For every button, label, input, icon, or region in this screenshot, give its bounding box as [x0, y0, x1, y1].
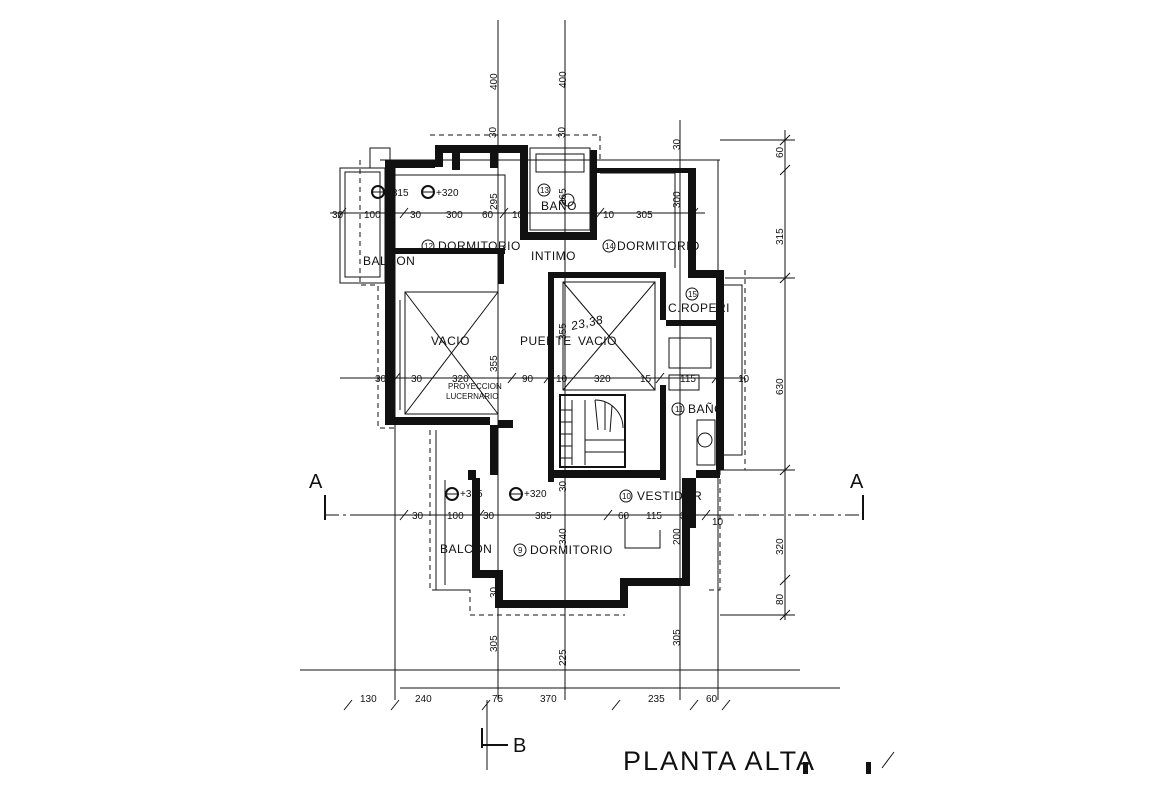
reference-lines: [300, 20, 840, 700]
level-b2: +320: [524, 489, 547, 500]
dim-bottom-2: 240: [415, 694, 432, 705]
dim-v-295: 295: [489, 193, 500, 210]
dim-row1-e: 60: [482, 210, 494, 221]
vacio-right-label: VACIO: [578, 334, 617, 348]
dim-row3-a: 30: [412, 511, 424, 522]
dim-row2-b: 30: [411, 374, 423, 385]
room-labels: 12 DORMITORIO 14 DORMITORIO 13 BAÑO 15 C…: [363, 186, 730, 557]
dim-row2-i: 10: [738, 374, 750, 385]
room-15-name: C.ROPERI: [668, 301, 730, 315]
dim-row2-h: 115: [680, 374, 696, 385]
room-14-number: 14: [605, 242, 614, 251]
intimo-label: INTIMO: [531, 249, 576, 263]
dim-v-30b: 30: [558, 480, 569, 492]
level-a1: +315: [386, 188, 409, 199]
dim-right-3: 630: [775, 378, 786, 395]
section-a-left-label: A: [309, 471, 323, 493]
dim-v-30c: 30: [489, 586, 500, 598]
dimensions: 400 400 60 315 630 320 80 130 240 75 370…: [332, 71, 786, 705]
room-12-number: 12: [424, 242, 433, 251]
title-text: PLANTA ALTA: [623, 746, 816, 776]
dim-row3-g: 30: [680, 511, 692, 522]
thin-outlines: [339, 147, 743, 591]
dim-right-1: 60: [775, 146, 786, 158]
room-9-number: 9: [518, 546, 523, 555]
dim-bottom-1: 130: [360, 694, 377, 705]
room-number-circles: [421, 183, 699, 557]
section-marker-a-right: A: [720, 471, 864, 520]
room-13-number: 13: [540, 186, 549, 195]
room-10-number: 10: [622, 492, 631, 501]
dim-v-355a: 355: [489, 355, 500, 372]
handwritten-note: 23,38: [569, 312, 605, 333]
dim-top-1: 400: [489, 73, 500, 90]
lucernario-label: LUCERNARIO: [446, 392, 498, 401]
vacio-left-label: VACIO: [431, 334, 470, 348]
dim-v-305b: 305: [672, 629, 683, 646]
dim-row1-g: 10: [603, 210, 615, 221]
dim-v-200: 200: [672, 528, 683, 545]
dim-v-355b: 355: [558, 323, 569, 340]
dim-bottom-5: 235: [648, 694, 665, 705]
plan-title: PLANTA ALTA: [623, 746, 895, 776]
dim-right-5: 80: [775, 593, 786, 605]
dim-row1-f: 10: [512, 210, 524, 221]
level-markers: +315 +320 +315 +320: [371, 185, 547, 501]
proyeccion-label: PROYECCION: [448, 382, 502, 391]
dim-row1-c: 30: [410, 210, 422, 221]
dim-row2-c: 320: [452, 374, 469, 385]
dim-right-4: 320: [775, 538, 786, 555]
puente-label: PUENTE: [520, 334, 572, 348]
room-11-number: 11: [675, 405, 684, 414]
section-marker-a-left: A: [309, 471, 470, 520]
level-a2: +320: [436, 188, 459, 199]
dim-bottom-4: 370: [540, 694, 557, 705]
dim-top-2: 400: [558, 71, 569, 88]
dim-v-225: 225: [558, 649, 569, 666]
dim-v-340: 340: [558, 528, 569, 545]
level-b1: +315: [460, 489, 483, 500]
room-12-name: DORMITORIO: [438, 239, 521, 253]
dim-bottom-6: 60: [706, 694, 718, 705]
section-b-label: B: [513, 735, 526, 757]
room-11-name: BAÑO: [688, 402, 724, 416]
dim-v-305a: 305: [489, 635, 500, 652]
dim-row1-h: 305: [636, 210, 653, 221]
dim-row1-a: 30: [332, 210, 344, 221]
room-10-name: VESTIDOR: [637, 489, 702, 503]
dim-row1-d: 300: [446, 210, 463, 221]
dim-v-300: 300: [672, 191, 683, 208]
dim-row2-d: 90: [522, 374, 534, 385]
room-15-number: 15: [688, 290, 697, 299]
dim-row3-d: 385: [535, 511, 552, 522]
room-14-name: DORMITORIO: [617, 239, 700, 253]
staircase: [559, 394, 626, 468]
section-a-right-label: A: [850, 471, 864, 493]
dim-row3-e: 60: [618, 511, 630, 522]
dim-row3-f: 115: [646, 511, 662, 522]
dim-row3-h: 10: [712, 517, 724, 528]
dim-row2-a: 30: [375, 374, 387, 385]
balcon-bottom-label: BALCON: [440, 542, 492, 556]
dim-row2-f: 320: [594, 374, 611, 385]
dim-row3-c: 30: [483, 511, 495, 522]
dim-right-2: 315: [775, 228, 786, 245]
dim-row1-b: 100: [364, 210, 381, 221]
dim-v-top-3: 30: [672, 138, 683, 150]
dim-v-30a: 30: [489, 450, 500, 462]
dim-row2-g: 15: [640, 374, 652, 385]
dimension-ticks: [337, 134, 791, 711]
dim-row2-e: 10: [556, 374, 568, 385]
dim-row3-b: 100: [447, 511, 464, 522]
room-13-name: BAÑO: [541, 199, 577, 213]
dim-v-top-1: 30: [488, 126, 499, 138]
room-9-name: DORMITORIO: [530, 543, 613, 557]
dim-bottom-3: 75: [492, 694, 504, 705]
balcon-top-label: BALCON: [363, 254, 415, 268]
section-marker-b: B: [481, 700, 526, 770]
dim-v-top-2: 30: [557, 126, 568, 138]
dim-v-265: 265: [558, 188, 569, 205]
